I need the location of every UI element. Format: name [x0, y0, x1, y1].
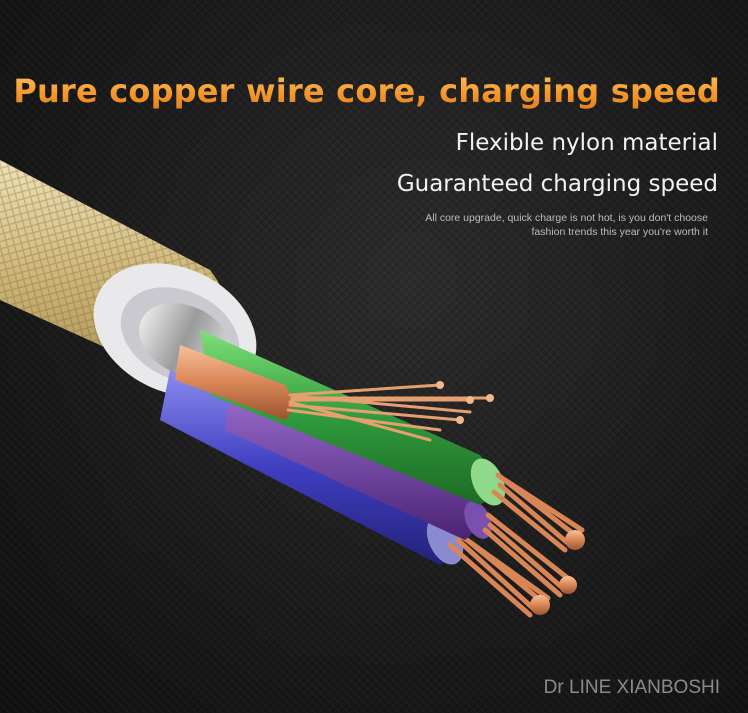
purple-wire [225, 390, 577, 598]
subtitle-charging-speed: Guaranteed charging speed [396, 171, 718, 197]
copper-wire [175, 345, 494, 442]
description: All core upgrade, quick charge is not ho… [368, 211, 708, 239]
subtitle-flexible-nylon: Flexible nylon material [455, 130, 718, 156]
description-line-1: All core upgrade, quick charge is not ho… [425, 212, 708, 224]
watermark: Dr LINE XIANBOSHI [543, 677, 720, 698]
description-line-2: fashion trends this year you're worth it [531, 226, 708, 238]
headline: Pure copper wire core, charging speed [0, 72, 720, 110]
